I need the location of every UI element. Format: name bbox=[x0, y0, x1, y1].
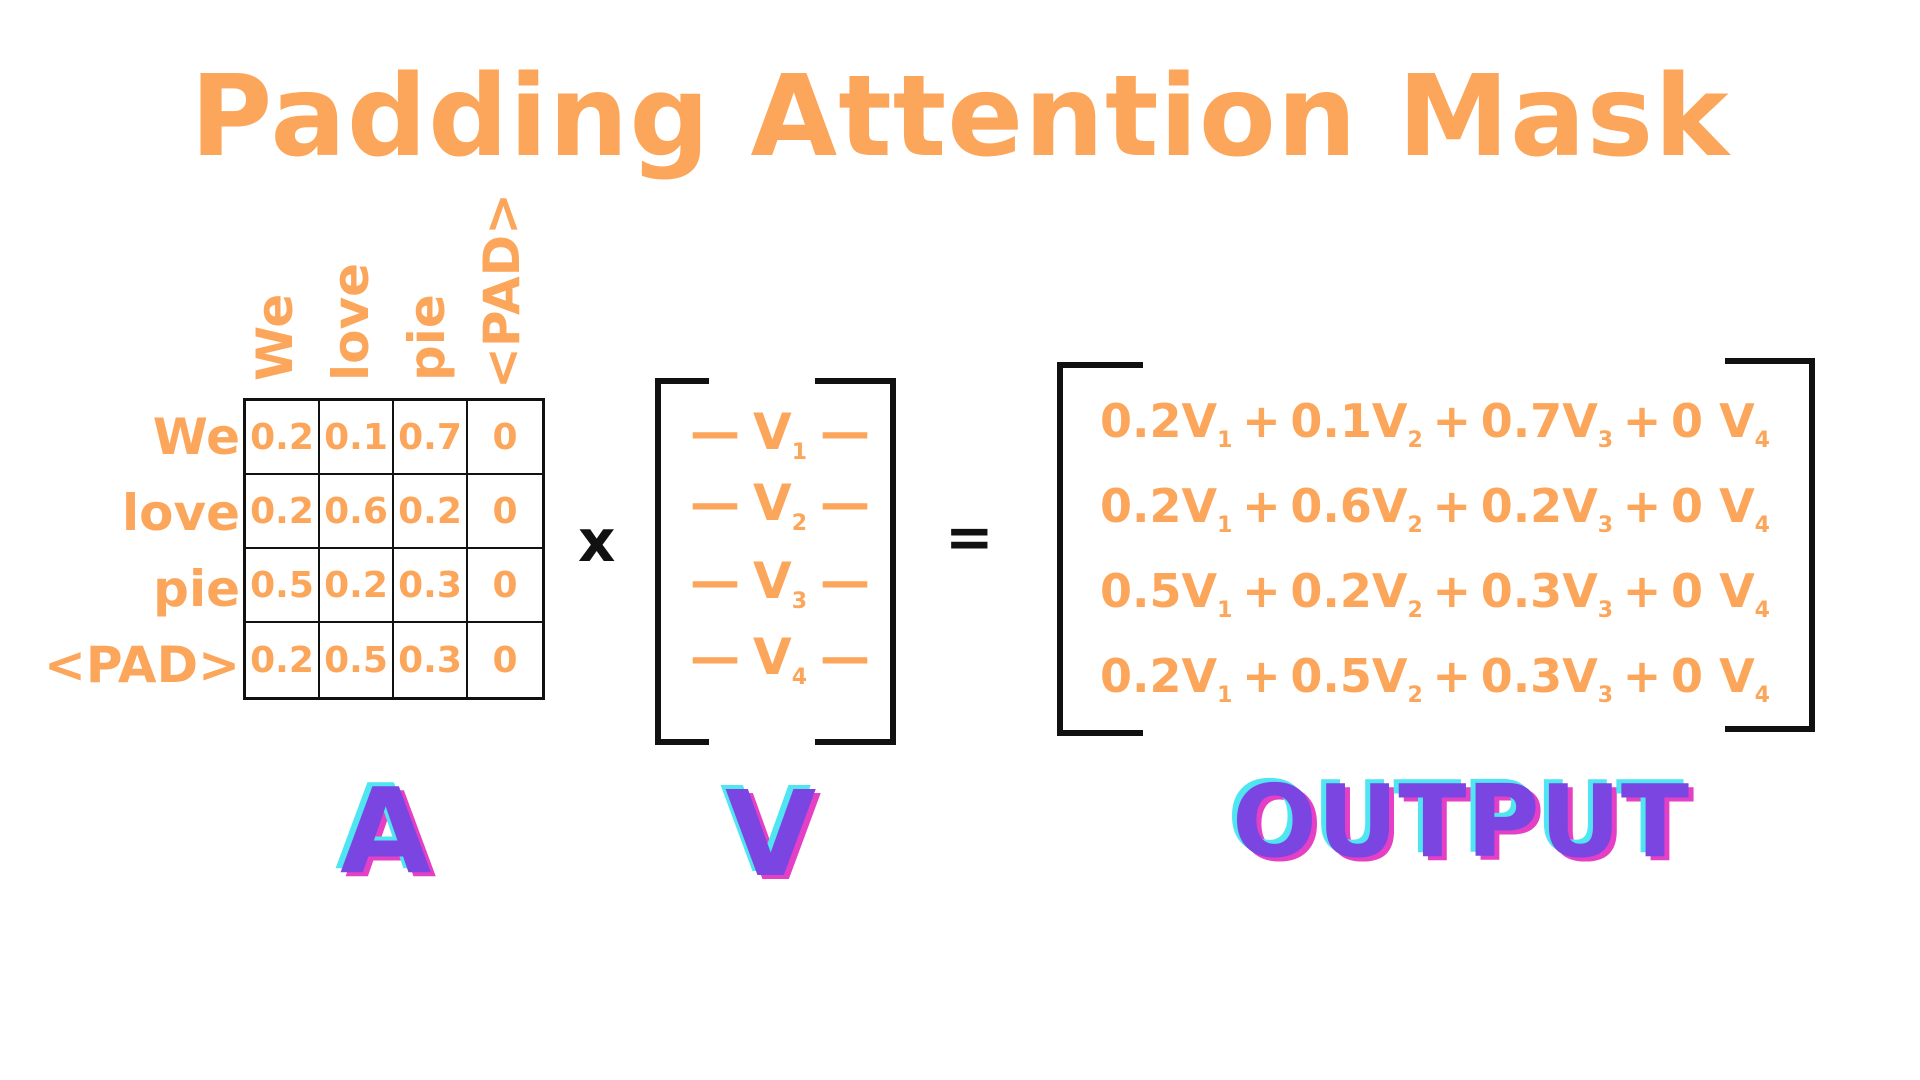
output-term: 0.3V3 bbox=[1480, 649, 1614, 708]
plus-sign: + bbox=[1242, 479, 1281, 533]
plus-sign: + bbox=[1432, 564, 1471, 618]
dash-right: — bbox=[819, 474, 870, 532]
output-term: 0.7V3 bbox=[1480, 394, 1614, 453]
value-vector: V2 bbox=[752, 474, 807, 536]
plus-sign: + bbox=[1242, 649, 1281, 703]
dash-left: — bbox=[690, 474, 740, 532]
plus-sign: + bbox=[1432, 394, 1471, 448]
output-row: 0.2V1 + 0.5V2 + 0.3V3 + 0 V4 bbox=[1100, 653, 1770, 707]
matrix-cell: 0.2 bbox=[246, 623, 320, 697]
attention-matrix-grid: 0.2 0.1 0.7 0 0.2 0.6 0.2 0 0.5 0.2 0.3 … bbox=[243, 398, 545, 700]
row-label-we: We bbox=[152, 408, 240, 466]
value-matrix-right-bracket bbox=[815, 378, 896, 745]
matrix-cell: 0.3 bbox=[394, 623, 468, 697]
column-label-4-wrap: <PAD> bbox=[473, 193, 531, 389]
output-term: 0.2V2 bbox=[1290, 564, 1423, 623]
matrix-cell: 0.5 bbox=[246, 549, 320, 623]
page-title: Padding Attention Mask bbox=[190, 52, 1730, 182]
column-label-pie: pie bbox=[398, 294, 456, 381]
plus-sign: + bbox=[1622, 564, 1662, 618]
output-term: 0 V4 bbox=[1671, 649, 1770, 708]
label-a: A bbox=[340, 762, 432, 900]
matrix-cell: 0 bbox=[468, 401, 542, 475]
output-term: 0.2V1 bbox=[1100, 649, 1233, 708]
output-term: 0.2V1 bbox=[1100, 479, 1233, 538]
output-row: 0.2V1 + 0.6V2 + 0.2V3 + 0 V4 bbox=[1100, 483, 1770, 537]
output-term: 0 V4 bbox=[1671, 564, 1770, 623]
output-right-bracket bbox=[1725, 358, 1815, 732]
output-term: 0.6V2 bbox=[1290, 479, 1423, 538]
value-vector: V3 bbox=[752, 552, 807, 614]
plus-sign: + bbox=[1432, 649, 1471, 703]
plus-sign: + bbox=[1622, 479, 1662, 533]
plus-sign: + bbox=[1622, 649, 1662, 703]
column-label-2-wrap: love bbox=[322, 263, 380, 381]
matrix-cell: 0.2 bbox=[246, 475, 320, 549]
output-term: 0.2V1 bbox=[1100, 394, 1233, 453]
row-label-pie: pie bbox=[153, 560, 240, 618]
value-matrix-left-bracket bbox=[655, 378, 709, 745]
matrix-cell: 0.3 bbox=[394, 549, 468, 623]
plus-sign: + bbox=[1432, 479, 1471, 533]
output-term: 0 V4 bbox=[1671, 394, 1770, 453]
dash-right: — bbox=[819, 552, 870, 610]
matrix-cell: 0.2 bbox=[394, 475, 468, 549]
column-label-3-wrap: pie bbox=[398, 294, 456, 381]
row-label-pad: <PAD> bbox=[43, 636, 240, 694]
column-label-1-wrap: We bbox=[246, 294, 304, 381]
dash-right: — bbox=[819, 403, 870, 461]
output-term: 0.2V3 bbox=[1480, 479, 1614, 538]
matrix-cell: 0.6 bbox=[320, 475, 394, 549]
matrix-cell: 0 bbox=[468, 549, 542, 623]
matrix-cell: 0 bbox=[492, 639, 518, 681]
column-label-love: love bbox=[322, 263, 380, 381]
plus-sign: + bbox=[1242, 564, 1281, 618]
output-term: 0 V4 bbox=[1671, 479, 1770, 538]
output-term: 0.1V2 bbox=[1290, 394, 1423, 453]
dash-left: — bbox=[690, 403, 740, 461]
matrix-cell: 0.7 bbox=[394, 401, 468, 475]
value-row: — V1 — bbox=[690, 407, 870, 464]
output-term: 0.5V2 bbox=[1290, 649, 1423, 708]
value-vector: V1 bbox=[752, 403, 807, 465]
equals-operator: = bbox=[945, 503, 994, 571]
dash-left: — bbox=[690, 552, 740, 610]
matrix-cell: 0.2 bbox=[320, 549, 394, 623]
value-row: — V2 — bbox=[690, 478, 870, 535]
output-left-bracket bbox=[1057, 362, 1143, 736]
row-label-love: love bbox=[122, 484, 240, 542]
matrix-cell: 0 bbox=[468, 475, 542, 549]
multiply-operator: x bbox=[578, 507, 616, 575]
label-v: V bbox=[725, 765, 817, 903]
value-row: — V4 — bbox=[690, 632, 870, 689]
matrix-cell: 0.1 bbox=[320, 401, 394, 475]
plus-sign: + bbox=[1242, 394, 1281, 448]
value-row: — V3 — bbox=[690, 556, 870, 613]
column-label-we: We bbox=[246, 293, 304, 381]
output-row: 0.5V1 + 0.2V2 + 0.3V3 + 0 V4 bbox=[1100, 568, 1770, 622]
matrix-cell: 0.2 bbox=[246, 401, 320, 475]
label-output: OUTPUT bbox=[1232, 763, 1690, 880]
output-term: 0.3V3 bbox=[1480, 564, 1614, 623]
plus-sign: + bbox=[1622, 394, 1662, 448]
value-vector: V4 bbox=[752, 628, 807, 690]
matrix-cell: 0.5 bbox=[320, 623, 394, 697]
output-term: 0.5V1 bbox=[1100, 564, 1233, 623]
dash-right: — bbox=[819, 628, 870, 686]
column-label-pad: <PAD> bbox=[473, 192, 531, 389]
output-row: 0.2V1 + 0.1V2 + 0.7V3 + 0 V4 bbox=[1100, 398, 1770, 452]
dash-left: — bbox=[690, 628, 740, 686]
